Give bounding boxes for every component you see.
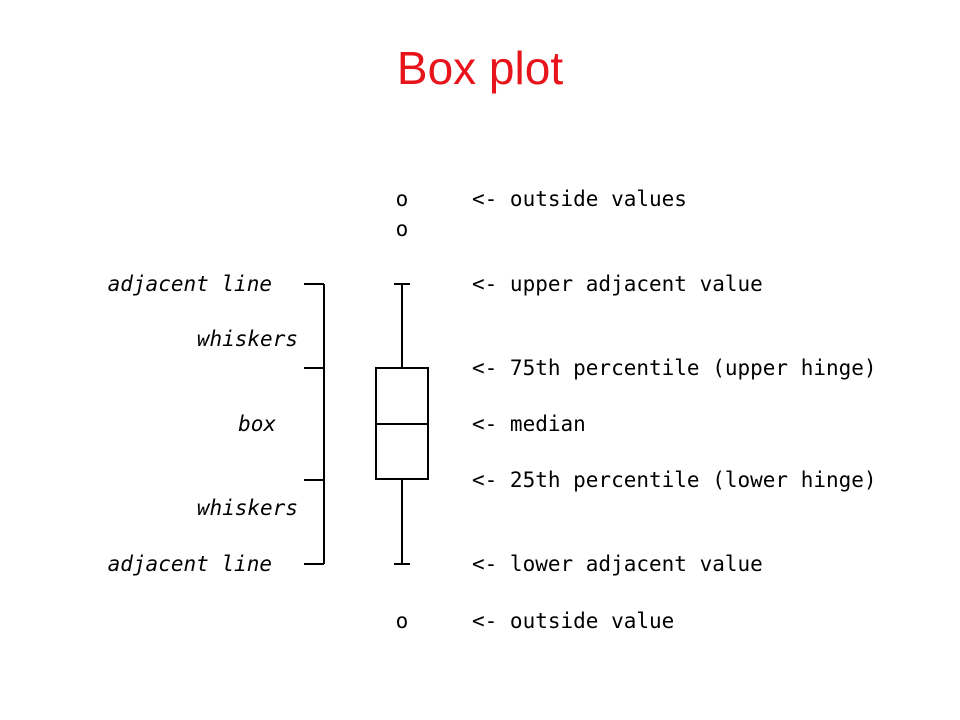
label-median: <- median <box>472 412 586 436</box>
label-whiskers-top: whiskers <box>197 327 298 351</box>
label-outside-value: <- outside value <box>472 609 674 633</box>
label-adjacent-line-top: adjacent line <box>108 272 272 296</box>
label-upper-hinge: <- 75th percentile (upper hinge) <box>472 356 877 380</box>
label-lower-hinge: <- 25th percentile (lower hinge) <box>472 468 877 492</box>
upper-outlier-marker-1: o <box>396 187 409 211</box>
lower-outlier-marker: o <box>396 609 409 633</box>
label-upper-adjacent-value: <- upper adjacent value <box>472 272 763 296</box>
label-adjacent-line-bottom: adjacent line <box>108 552 272 576</box>
label-lower-adjacent-value: <- lower adjacent value <box>472 552 763 576</box>
label-whiskers-bottom: whiskers <box>197 496 298 520</box>
upper-outlier-marker-2: o <box>396 217 409 241</box>
label-box: box <box>238 412 276 436</box>
label-outside-values: <- outside values <box>472 187 687 211</box>
slide-title: Box plot <box>396 42 564 94</box>
